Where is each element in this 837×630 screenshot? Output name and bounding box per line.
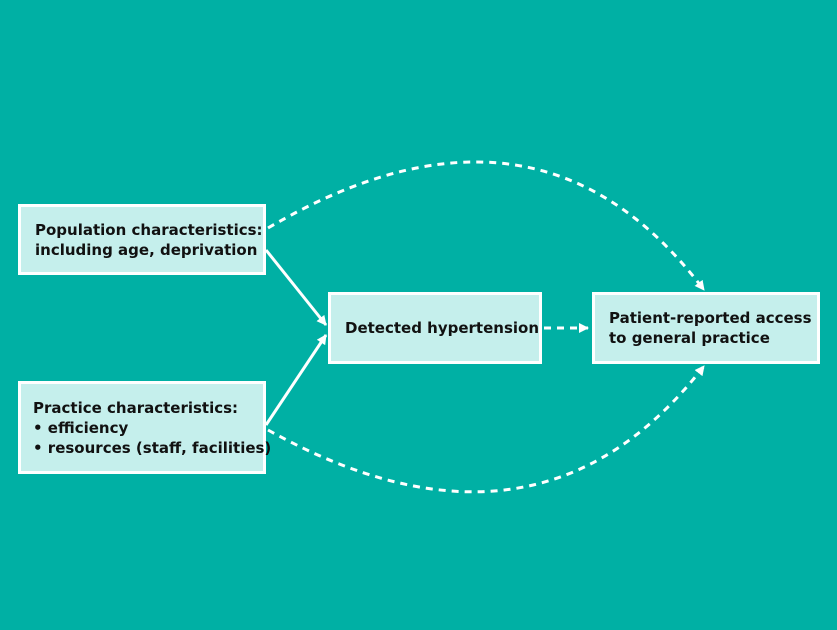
arrow-population-to-access: [267, 160, 706, 291]
access-line-1: Patient-reported access: [609, 309, 812, 327]
practice-bullet-resources: • resources (staff, facilities): [33, 438, 272, 457]
population-line-2: including age, deprivation: [35, 240, 258, 259]
arrow-practice-to-access: [267, 365, 706, 494]
practice-bullet-efficiency: • efficiency: [33, 418, 129, 437]
population-characteristics-box: Population characteristics: including ag…: [18, 204, 266, 275]
detected-label: Detected hypertension: [345, 319, 540, 337]
population-line-1: Population characteristics:: [35, 220, 263, 239]
arrow-population-to-detected: [264, 249, 328, 326]
detected-hypertension-box: Detected hypertension: [328, 292, 542, 364]
practice-characteristics-box: Practice characteristics: • efficiency •…: [18, 381, 272, 474]
practice-heading: Practice characteristics:: [33, 398, 239, 417]
arrow-practice-to-detected: [264, 334, 328, 426]
access-line-2: to general practice: [609, 329, 770, 347]
patient-access-box: Patient-reported access to general pract…: [592, 292, 820, 364]
